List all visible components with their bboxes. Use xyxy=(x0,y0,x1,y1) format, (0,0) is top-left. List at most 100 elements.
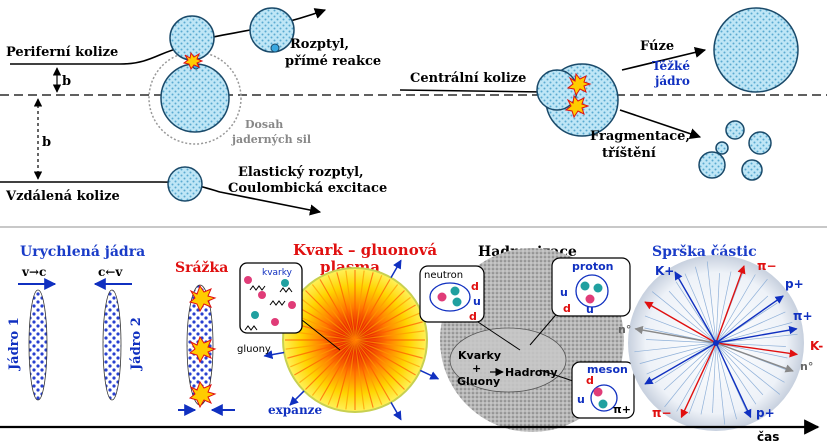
shower-track xyxy=(664,342,717,408)
gluon-spring xyxy=(279,287,293,293)
range-label-line2: jaderných sil xyxy=(231,133,311,146)
particle-track xyxy=(715,265,746,344)
spark-icon xyxy=(566,72,592,97)
velocity-label-left: c←v xyxy=(98,265,123,279)
stage5-title: Sprška částic xyxy=(652,244,757,260)
shower-track xyxy=(715,342,781,395)
shower-track xyxy=(715,278,768,344)
shower-track xyxy=(700,342,717,415)
quark-dot xyxy=(580,281,590,291)
central-collision-panel: Centrální kolize Fúze Těžké jádro Fragme… xyxy=(399,7,799,181)
plasma-ray xyxy=(354,339,411,384)
kaon-plus-label: K+ xyxy=(655,264,674,278)
expansion-arrow xyxy=(289,390,305,406)
peripheral-collision-panel: Periferní kolize Rozptyl, přímé reakce b… xyxy=(0,7,827,216)
heavy-nucleus-label-line2: jádro xyxy=(654,74,690,88)
neutron-label: neutron xyxy=(424,270,463,281)
particle-track xyxy=(674,271,717,344)
plasma-ray xyxy=(354,296,411,341)
plasma-ray xyxy=(345,339,356,410)
plasma-ray xyxy=(319,279,356,341)
stage-collision: Srážka xyxy=(175,260,235,416)
plasma-ray xyxy=(354,339,416,376)
quark-dot xyxy=(281,279,289,287)
shower-track xyxy=(715,342,788,359)
neutron-quark-u: u xyxy=(473,295,481,308)
particle-track xyxy=(715,342,799,358)
plasma-ray xyxy=(299,339,356,384)
neutron-quark-d2: d xyxy=(469,310,477,323)
stage3-title-line1: Kvark – gluonová xyxy=(293,241,437,259)
neutron-particle xyxy=(429,282,471,312)
shower-tracks xyxy=(634,261,799,425)
shower-track xyxy=(715,322,793,344)
collision-vertex xyxy=(713,340,719,346)
gluon-spring xyxy=(269,300,286,306)
quark-dot xyxy=(585,294,595,304)
particle-track xyxy=(715,342,752,419)
spark-icon xyxy=(188,380,217,409)
gluons-label: gluony xyxy=(237,344,271,355)
fragment xyxy=(741,159,763,181)
plasma-ray xyxy=(354,339,374,408)
heavy-nucleus-label-line1: Těžké xyxy=(652,59,690,73)
quark-dot xyxy=(244,276,252,284)
fragmentation-arrow xyxy=(619,109,702,140)
stage-accelerated-nuclei: Urychlená jádra v→c c←v Jádro 1 Jádro 2 xyxy=(7,244,145,401)
distant-nucleus xyxy=(167,166,203,202)
expansion-arrow xyxy=(263,350,285,360)
distant-collision-label: Vzdálená kolize xyxy=(5,189,120,204)
shower-track xyxy=(715,342,737,420)
particle-track xyxy=(680,342,717,419)
projectile-nucleus xyxy=(169,15,215,61)
pointer-line xyxy=(529,309,561,346)
shower-track xyxy=(715,342,785,383)
stage2-title: Srážka xyxy=(175,260,228,276)
particle-track xyxy=(715,325,798,344)
plasma-ray xyxy=(354,339,383,405)
plasma-ray xyxy=(336,339,356,408)
nucleus-2-contracted xyxy=(102,289,122,401)
plasma-ray xyxy=(354,330,425,341)
fusion-arrow xyxy=(621,46,707,71)
plasma-rays xyxy=(285,270,425,410)
shower-track xyxy=(644,315,717,344)
stage-particle-shower: Sprška částic K+ π− p+ π+ K- n° n° π− p+ xyxy=(618,244,823,431)
fragment xyxy=(725,120,745,140)
particle-track xyxy=(715,295,784,344)
meson-quark-u: u xyxy=(577,393,585,406)
expansion-arrow xyxy=(390,259,402,279)
peripheral-collision-label: Periferní kolize xyxy=(6,45,118,60)
shower-track xyxy=(715,273,720,344)
fragmentation-label-line1: Fragmentace, xyxy=(590,129,690,144)
shower-track xyxy=(646,342,717,375)
fragment xyxy=(698,151,726,179)
proton-bottom-label: p+ xyxy=(756,406,775,420)
plasma-ray xyxy=(354,321,423,341)
gluon-spring xyxy=(244,325,258,331)
pointer-line xyxy=(474,319,521,351)
plasma-ray xyxy=(294,339,356,376)
kaon-minus-label: K- xyxy=(810,339,823,353)
plus-text: + xyxy=(472,362,481,375)
shower-track xyxy=(715,342,757,405)
shower-track xyxy=(695,266,717,344)
nucleus-1-label: Jádro 1 xyxy=(7,317,22,371)
quark-dot xyxy=(593,283,603,293)
particle-track xyxy=(644,301,717,344)
expansion-label: expanze xyxy=(268,403,322,417)
meson-quark-d: d xyxy=(586,374,594,387)
quark-dot xyxy=(271,318,279,326)
gluon-spring xyxy=(249,285,266,291)
pion-minus-top-label: π− xyxy=(757,259,777,273)
central-trajectory xyxy=(399,89,546,93)
plasma-ray xyxy=(354,339,423,359)
time-label: čas xyxy=(757,430,779,443)
plasma-ray xyxy=(354,339,425,350)
quark-dot xyxy=(251,311,259,319)
shower-track xyxy=(715,311,786,344)
inset-pointer xyxy=(301,319,341,351)
fragment xyxy=(715,141,729,155)
scattered-nucleus xyxy=(249,7,295,53)
spark-icon xyxy=(182,51,204,71)
